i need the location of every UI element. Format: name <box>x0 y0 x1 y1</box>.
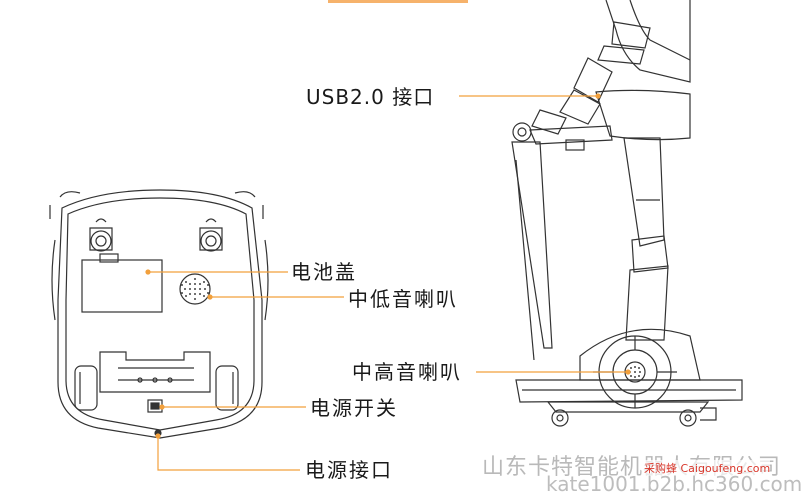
left-caster <box>89 227 113 251</box>
bass-speaker-label: 中低音喇叭 <box>348 287 458 311</box>
battery-cover-shape <box>81 259 163 313</box>
treble-speaker-label: 中高音喇叭 <box>352 360 462 384</box>
handle-pole <box>511 141 553 349</box>
elbow-joint <box>512 122 532 142</box>
usb-port-label: USB2.0 接口 <box>306 85 435 109</box>
watermark-stamp: 采购蜂 Caigoufeng.com <box>644 460 771 476</box>
power-port-label: 电源接口 <box>305 458 393 482</box>
base-bottom-view <box>49 189 269 439</box>
leader-lines <box>145 93 631 471</box>
top-accent-bar <box>328 0 468 3</box>
battery-cover-label: 电池盖 <box>291 260 357 284</box>
bass-speaker-grille <box>181 278 209 300</box>
left-wheel <box>74 365 98 411</box>
power-switch-label: 电源开关 <box>310 396 398 420</box>
right-caster <box>199 227 223 251</box>
treble-speaker-grille <box>629 366 641 378</box>
right-wheel <box>215 365 239 411</box>
watermark-url: kate1001.b2b.hc360.com <box>546 472 803 496</box>
robot-side-view <box>511 0 743 427</box>
leader-power-port <box>157 436 300 471</box>
